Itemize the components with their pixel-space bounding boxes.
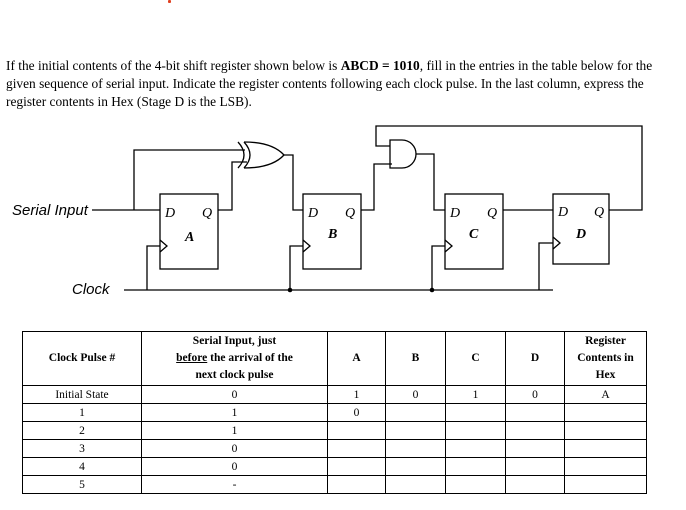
cell-d[interactable]: [505, 475, 565, 494]
table-header-row: Clock Pulse # Serial Input, just before …: [22, 331, 647, 386]
cell-d[interactable]: [505, 457, 565, 476]
question-part1: If the initial contents of the 4-bit shi…: [6, 58, 341, 73]
ff-c-q-label: Q: [487, 206, 497, 221]
cell-hex[interactable]: [564, 403, 647, 422]
ff-a-q-label: Q: [202, 206, 212, 221]
cell-pulse: 2: [22, 421, 142, 440]
header-clock-pulse: Clock Pulse #: [22, 331, 142, 386]
cell-b[interactable]: [385, 439, 446, 458]
ff-a-d-label: D: [164, 206, 175, 221]
cell-serial: 0: [141, 457, 328, 476]
cell-a[interactable]: [327, 439, 386, 458]
cell-hex: A: [564, 385, 647, 404]
ff-c-d-label: D: [449, 206, 460, 221]
cell-hex[interactable]: [564, 475, 647, 494]
cell-b: 0: [385, 385, 446, 404]
cell-hex[interactable]: [564, 439, 647, 458]
cell-serial: 1: [141, 403, 328, 422]
cell-hex[interactable]: [564, 457, 647, 476]
cell-d[interactable]: [505, 439, 565, 458]
cell-pulse: 1: [22, 403, 142, 422]
cell-c[interactable]: [445, 439, 506, 458]
question-text: If the initial contents of the 4-bit shi…: [6, 57, 682, 111]
cell-c[interactable]: [445, 475, 506, 494]
cell-hex[interactable]: [564, 421, 647, 440]
table-row: Initial State 0 1 0 1 0 A: [22, 385, 647, 404]
table-row: 5 -: [22, 475, 647, 494]
cell-a[interactable]: [327, 457, 386, 476]
cell-b[interactable]: [385, 403, 446, 422]
table-row: 2 1: [22, 421, 647, 440]
table-row: 3 0: [22, 439, 647, 458]
cell-serial: 0: [141, 439, 328, 458]
header-b: B: [385, 331, 446, 386]
stage-c-label: C: [469, 227, 479, 242]
table-row: 1 1 0: [22, 403, 647, 422]
flip-flop-a: [159, 193, 219, 270]
stage-a-label: A: [184, 230, 194, 245]
cell-pulse: 4: [22, 457, 142, 476]
cell-serial: 1: [141, 421, 328, 440]
header-d: D: [505, 331, 565, 386]
cell-pulse: 3: [22, 439, 142, 458]
cell-serial: 0: [141, 385, 328, 404]
cell-c[interactable]: [445, 403, 506, 422]
cell-d: 0: [505, 385, 565, 404]
cell-pulse: 5: [22, 475, 142, 494]
flip-flop-d: [552, 193, 610, 265]
ff-d-q-label: Q: [594, 205, 604, 220]
cell-b[interactable]: [385, 457, 446, 476]
header-hex: Register Contents in Hex: [564, 331, 647, 386]
cell-a[interactable]: 0: [327, 403, 386, 422]
cell-serial: -: [141, 475, 328, 494]
ff-b-q-label: Q: [345, 206, 355, 221]
cell-b[interactable]: [385, 475, 446, 494]
cell-a[interactable]: [327, 475, 386, 494]
cell-d[interactable]: [505, 421, 565, 440]
cell-b[interactable]: [385, 421, 446, 440]
red-mark: [168, 0, 171, 3]
shift-register-table: Clock Pulse # Serial Input, just before …: [22, 331, 647, 494]
question-part2: , fill in the entries in the table below…: [6, 58, 653, 109]
stage-d-label: D: [575, 227, 586, 242]
cell-pulse: Initial State: [22, 385, 142, 404]
question-initial-value: ABCD = 1010: [340, 58, 420, 73]
cell-c: 1: [445, 385, 506, 404]
header-c: C: [445, 331, 506, 386]
cell-c[interactable]: [445, 421, 506, 440]
flip-flop-b: [302, 193, 362, 270]
ff-b-d-label: D: [307, 206, 318, 221]
cell-a: 1: [327, 385, 386, 404]
shift-register-circuit: Serial Input Clock D Q D Q D Q D Q A B C…: [12, 125, 643, 298]
header-serial-input: Serial Input, just before the arrival of…: [141, 331, 328, 386]
serial-input-label: Serial Input: [12, 202, 89, 219]
cell-a[interactable]: [327, 421, 386, 440]
flip-flop-c: [444, 193, 504, 270]
header-a: A: [327, 331, 386, 386]
cell-d[interactable]: [505, 403, 565, 422]
ff-d-d-label: D: [557, 205, 568, 220]
cell-c[interactable]: [445, 457, 506, 476]
clock-label: Clock: [72, 281, 111, 298]
stage-b-label: B: [327, 227, 337, 242]
table-row: 4 0: [22, 457, 647, 476]
